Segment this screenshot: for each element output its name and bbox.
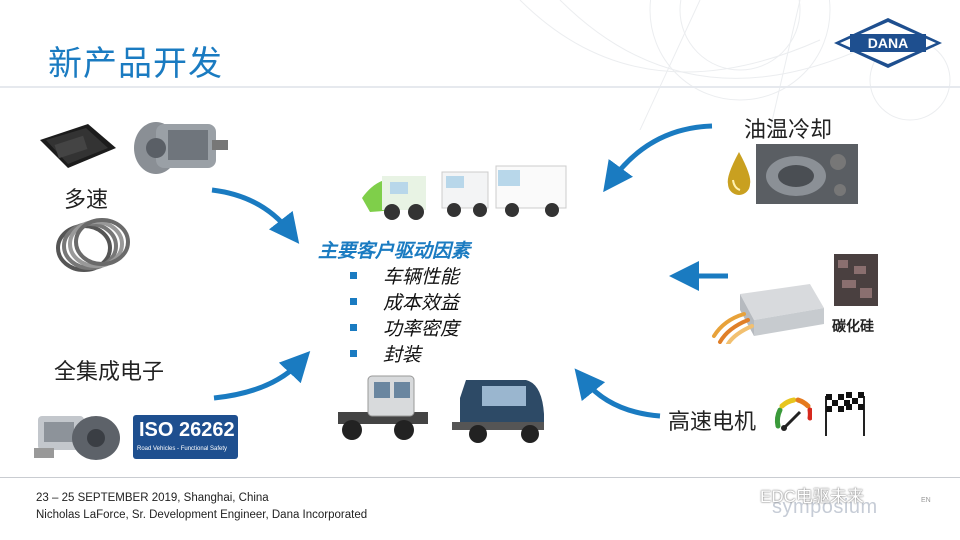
list-item-text: 车辆性能 bbox=[383, 265, 460, 288]
bullet-icon bbox=[350, 323, 357, 331]
iso-caption: Road Vehicles - Functional Safety bbox=[137, 446, 228, 452]
list-item: 车辆性能 bbox=[350, 262, 459, 288]
checkered-flag-icon bbox=[825, 392, 865, 436]
list-item: 功率密度 bbox=[350, 314, 459, 340]
integrated-electronics-label: 全集成电子 bbox=[54, 360, 165, 385]
footer-date-location: 23 – 25 SEPTEMBER 2019, Shanghai, China bbox=[36, 492, 269, 504]
bullet-icon bbox=[350, 349, 357, 357]
sic-crystal-image bbox=[834, 254, 878, 306]
event-logo-suffix: EN bbox=[921, 497, 931, 504]
speedometer-icon bbox=[774, 397, 812, 431]
list-item-text: 成本效益 bbox=[383, 291, 460, 314]
event-logo-text: symposium bbox=[772, 496, 878, 518]
key-drivers-list: 车辆性能 成本效益 功率密度 封装 bbox=[350, 262, 459, 366]
gearbox-image bbox=[134, 122, 228, 174]
bullet-icon bbox=[350, 271, 357, 279]
list-item-text: 封装 bbox=[383, 343, 422, 366]
dana-logo: DANA bbox=[834, 18, 942, 68]
iso-26262-badge: ISO 26262 Road Vehicles - Functional Saf… bbox=[133, 415, 238, 459]
sic-label: 碳化硅 bbox=[832, 319, 874, 335]
semi-truck-image bbox=[452, 380, 544, 443]
yard-truck-image bbox=[338, 375, 428, 440]
multi-speed-label: 多速 bbox=[64, 188, 109, 213]
trucks-top-image bbox=[362, 165, 567, 220]
cooling-housing-image bbox=[756, 144, 858, 204]
arrow-multi-speed bbox=[211, 187, 300, 244]
footer-presenter: Nicholas LaForce, Sr. Development Engine… bbox=[36, 509, 368, 521]
footer-divider bbox=[0, 477, 960, 478]
title-divider bbox=[0, 86, 960, 88]
list-item-text: 功率密度 bbox=[383, 317, 460, 340]
clutch-plates-image bbox=[56, 218, 130, 272]
transmission-cover-image bbox=[40, 124, 116, 168]
bullet-icon bbox=[350, 297, 357, 305]
list-item: 成本效益 bbox=[350, 288, 459, 314]
oil-cooling-label: 油温冷却 bbox=[744, 118, 833, 143]
key-drivers-heading: 主要客户驱动因素 bbox=[318, 240, 471, 262]
oil-drop-icon bbox=[727, 152, 751, 195]
arrow-electronics bbox=[213, 351, 311, 401]
watermark: EDC电驱未来 bbox=[760, 487, 864, 506]
high-speed-motor-label: 高速电机 bbox=[668, 410, 757, 435]
logo-text: DANA bbox=[868, 35, 908, 51]
e-axle-image bbox=[34, 416, 120, 460]
inverter-image bbox=[712, 284, 824, 344]
background-pattern bbox=[519, 0, 951, 130]
iso-code: ISO 26262 bbox=[139, 419, 235, 441]
slide-title: 新产品开发 bbox=[48, 44, 223, 84]
arrow-oil-cooling bbox=[603, 123, 713, 193]
list-item: 封装 bbox=[350, 340, 459, 366]
arrow-high-speed-motor bbox=[574, 368, 661, 419]
